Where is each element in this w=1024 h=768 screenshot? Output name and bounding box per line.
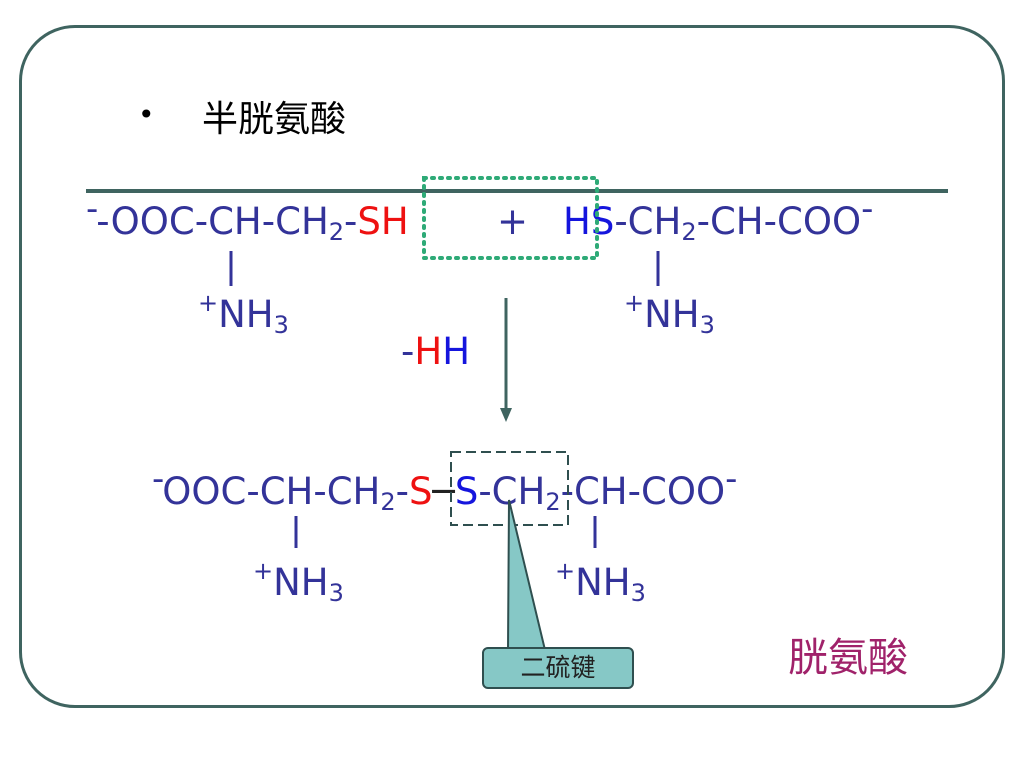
plus-charge: +: [253, 557, 274, 585]
sulfur-left: S: [409, 470, 433, 513]
plus-charge: +: [198, 289, 219, 317]
charge-minus: -: [152, 459, 165, 499]
plus-charge: +: [555, 557, 576, 585]
title-cysteine: 半胱氨酸: [202, 99, 347, 140]
reactant-right-ch: -CH: [614, 200, 682, 243]
dash: -: [478, 470, 492, 513]
bullet: •: [138, 98, 155, 131]
product-left-chain: OOC-CH-CH: [162, 470, 381, 513]
reacting-groups-box: [422, 176, 599, 260]
sulfur-left: S: [357, 200, 381, 243]
amine-product-left: +NH3: [253, 559, 344, 605]
amine-right: +NH3: [624, 291, 715, 337]
amine-base: NH: [273, 561, 329, 604]
subscript-3: 3: [273, 311, 289, 339]
hydrogen-blue: H: [442, 330, 471, 373]
product-formula: -OOC-CH-CH2-S─S-CH2-CH-COO-: [152, 462, 737, 514]
plus-sign: +: [497, 200, 529, 243]
reactant-right-tail: -CH-COO: [696, 200, 862, 243]
amine-product-right: +NH3: [555, 559, 646, 605]
subscript-2: 2: [328, 218, 345, 246]
plus-charge: +: [624, 289, 645, 317]
dash: -: [395, 470, 410, 513]
amine-base: NH: [218, 293, 274, 336]
amine-base: NH: [575, 561, 631, 604]
hydrogen-right: H: [563, 200, 591, 243]
eliminated-hydrogen: -HH: [401, 333, 470, 370]
charge-minus: -: [725, 459, 738, 499]
subscript-3: 3: [699, 311, 715, 339]
slide-frame: [19, 25, 1005, 708]
charge-minus: -: [861, 189, 874, 229]
amine-left: +NH3: [198, 291, 289, 337]
callout-pointer: [506, 499, 547, 651]
subscript-2: 2: [545, 488, 561, 516]
subscript-2: 2: [380, 488, 396, 516]
reactant-left-chain: -OOC-CH-CH: [96, 200, 329, 243]
divider-line: [86, 189, 948, 193]
subscript-2: 2: [681, 218, 697, 246]
disulfide-bond: ─: [432, 470, 455, 513]
charge-minus: -: [86, 189, 99, 229]
amine-base: NH: [644, 293, 700, 336]
hydrogen-left: H: [380, 200, 409, 243]
subscript-3: 3: [328, 579, 344, 607]
sulfur-right: S: [454, 470, 479, 513]
dash: -: [401, 330, 415, 373]
dash: -: [344, 200, 358, 243]
product-right-ch: CH: [491, 470, 546, 513]
subscript-3: 3: [630, 579, 646, 607]
product-right-tail: -CH-COO: [560, 470, 726, 513]
reactant-left: --OOC-CH-CH2-SH: [86, 192, 409, 244]
hydrogen-red: H: [414, 330, 443, 373]
disulfide-bond-callout: 二硫键: [482, 647, 634, 689]
reaction-arrow-head: [500, 408, 512, 422]
product-name: 胱氨酸: [788, 635, 908, 681]
